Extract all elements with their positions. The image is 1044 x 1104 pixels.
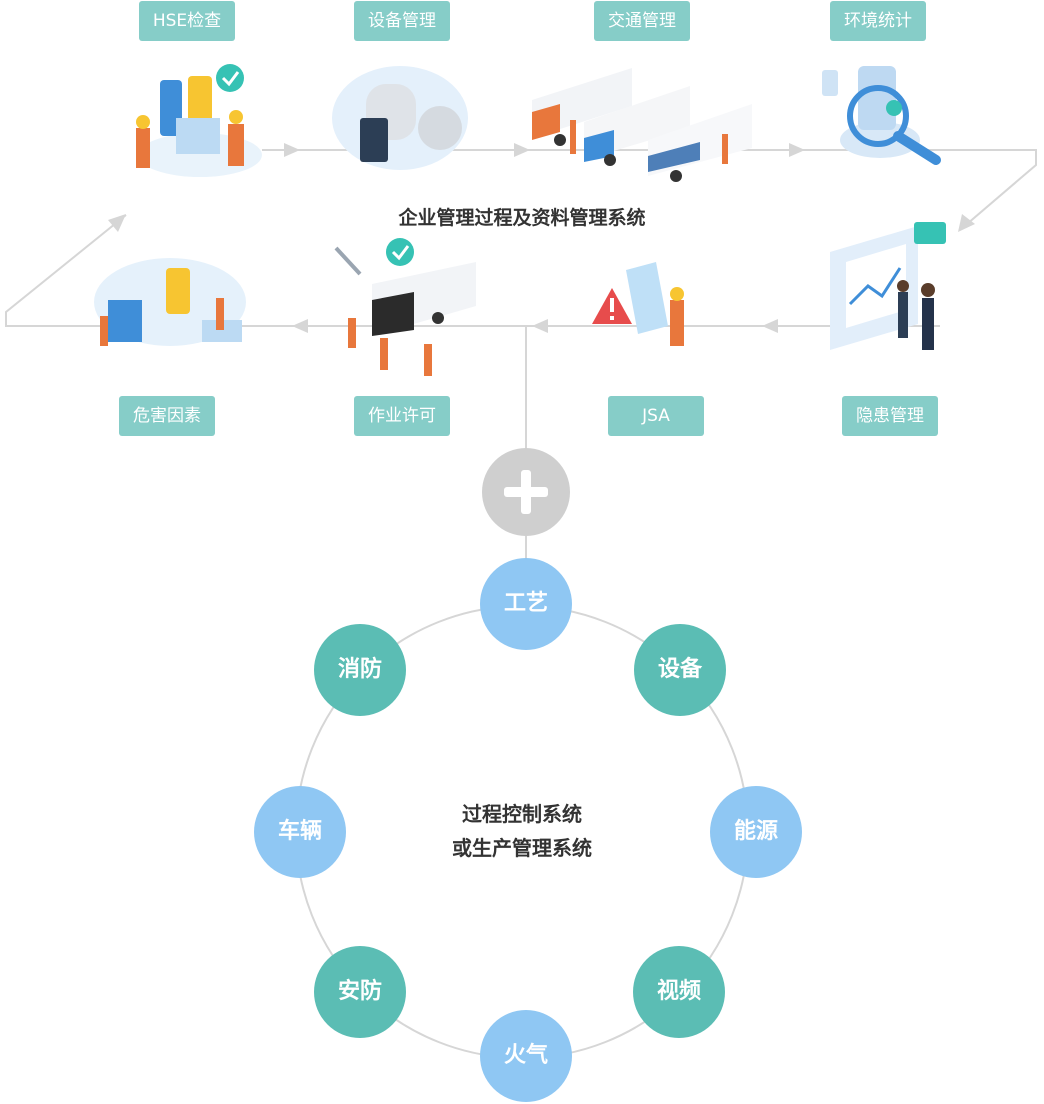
plus-icon bbox=[482, 448, 570, 536]
arrow-left-3 bbox=[292, 319, 308, 333]
label-environment-statistics[interactable]: 环境统计 bbox=[830, 1, 926, 41]
label-hse-inspection[interactable]: HSE检查 bbox=[139, 1, 235, 41]
node-energy[interactable]: 能源 bbox=[710, 786, 802, 878]
traffic-trucks-icon bbox=[532, 68, 752, 182]
label-jsa[interactable]: JSA bbox=[608, 396, 704, 436]
hazard-factor-icon bbox=[94, 258, 246, 346]
node-fire-gas[interactable]: 火气 bbox=[480, 1010, 572, 1102]
arrow-right-2 bbox=[514, 143, 530, 157]
work-permit-truck-icon bbox=[334, 238, 476, 376]
environment-search-icon bbox=[822, 66, 941, 165]
node-process[interactable]: 工艺 bbox=[480, 558, 572, 650]
ring-center-line-1: 过程控制系统 bbox=[462, 802, 582, 826]
ring-center-line-2: 或生产管理系统 bbox=[452, 836, 592, 860]
node-fire-protection[interactable]: 消防 bbox=[314, 624, 406, 716]
label-work-permit[interactable]: 作业许可 bbox=[354, 396, 450, 436]
flow-title: 企业管理过程及资料管理系统 bbox=[398, 207, 646, 229]
jsa-warning-icon bbox=[592, 262, 684, 346]
hse-inspection-icon bbox=[136, 64, 262, 177]
node-equipment[interactable]: 设备 bbox=[634, 624, 726, 716]
arrow-down-right bbox=[958, 214, 975, 232]
label-equipment-management[interactable]: 设备管理 bbox=[354, 1, 450, 41]
node-vehicle[interactable]: 车辆 bbox=[254, 786, 346, 878]
hidden-danger-dashboard-icon bbox=[830, 222, 946, 350]
node-video[interactable]: 视频 bbox=[633, 946, 725, 1038]
label-traffic-management[interactable]: 交通管理 bbox=[594, 1, 690, 41]
node-security[interactable]: 安防 bbox=[314, 946, 406, 1038]
flow-arrows bbox=[108, 143, 975, 333]
arrow-right-1 bbox=[284, 143, 300, 157]
label-hidden-danger-management[interactable]: 隐患管理 bbox=[842, 396, 938, 436]
equipment-tanks-icon bbox=[332, 66, 468, 170]
label-hazard-factors[interactable]: 危害因素 bbox=[119, 396, 215, 436]
arrow-left-1 bbox=[762, 319, 778, 333]
arrow-left-2 bbox=[532, 319, 548, 333]
arrow-right-3 bbox=[789, 143, 805, 157]
arrow-up-right bbox=[108, 214, 126, 232]
